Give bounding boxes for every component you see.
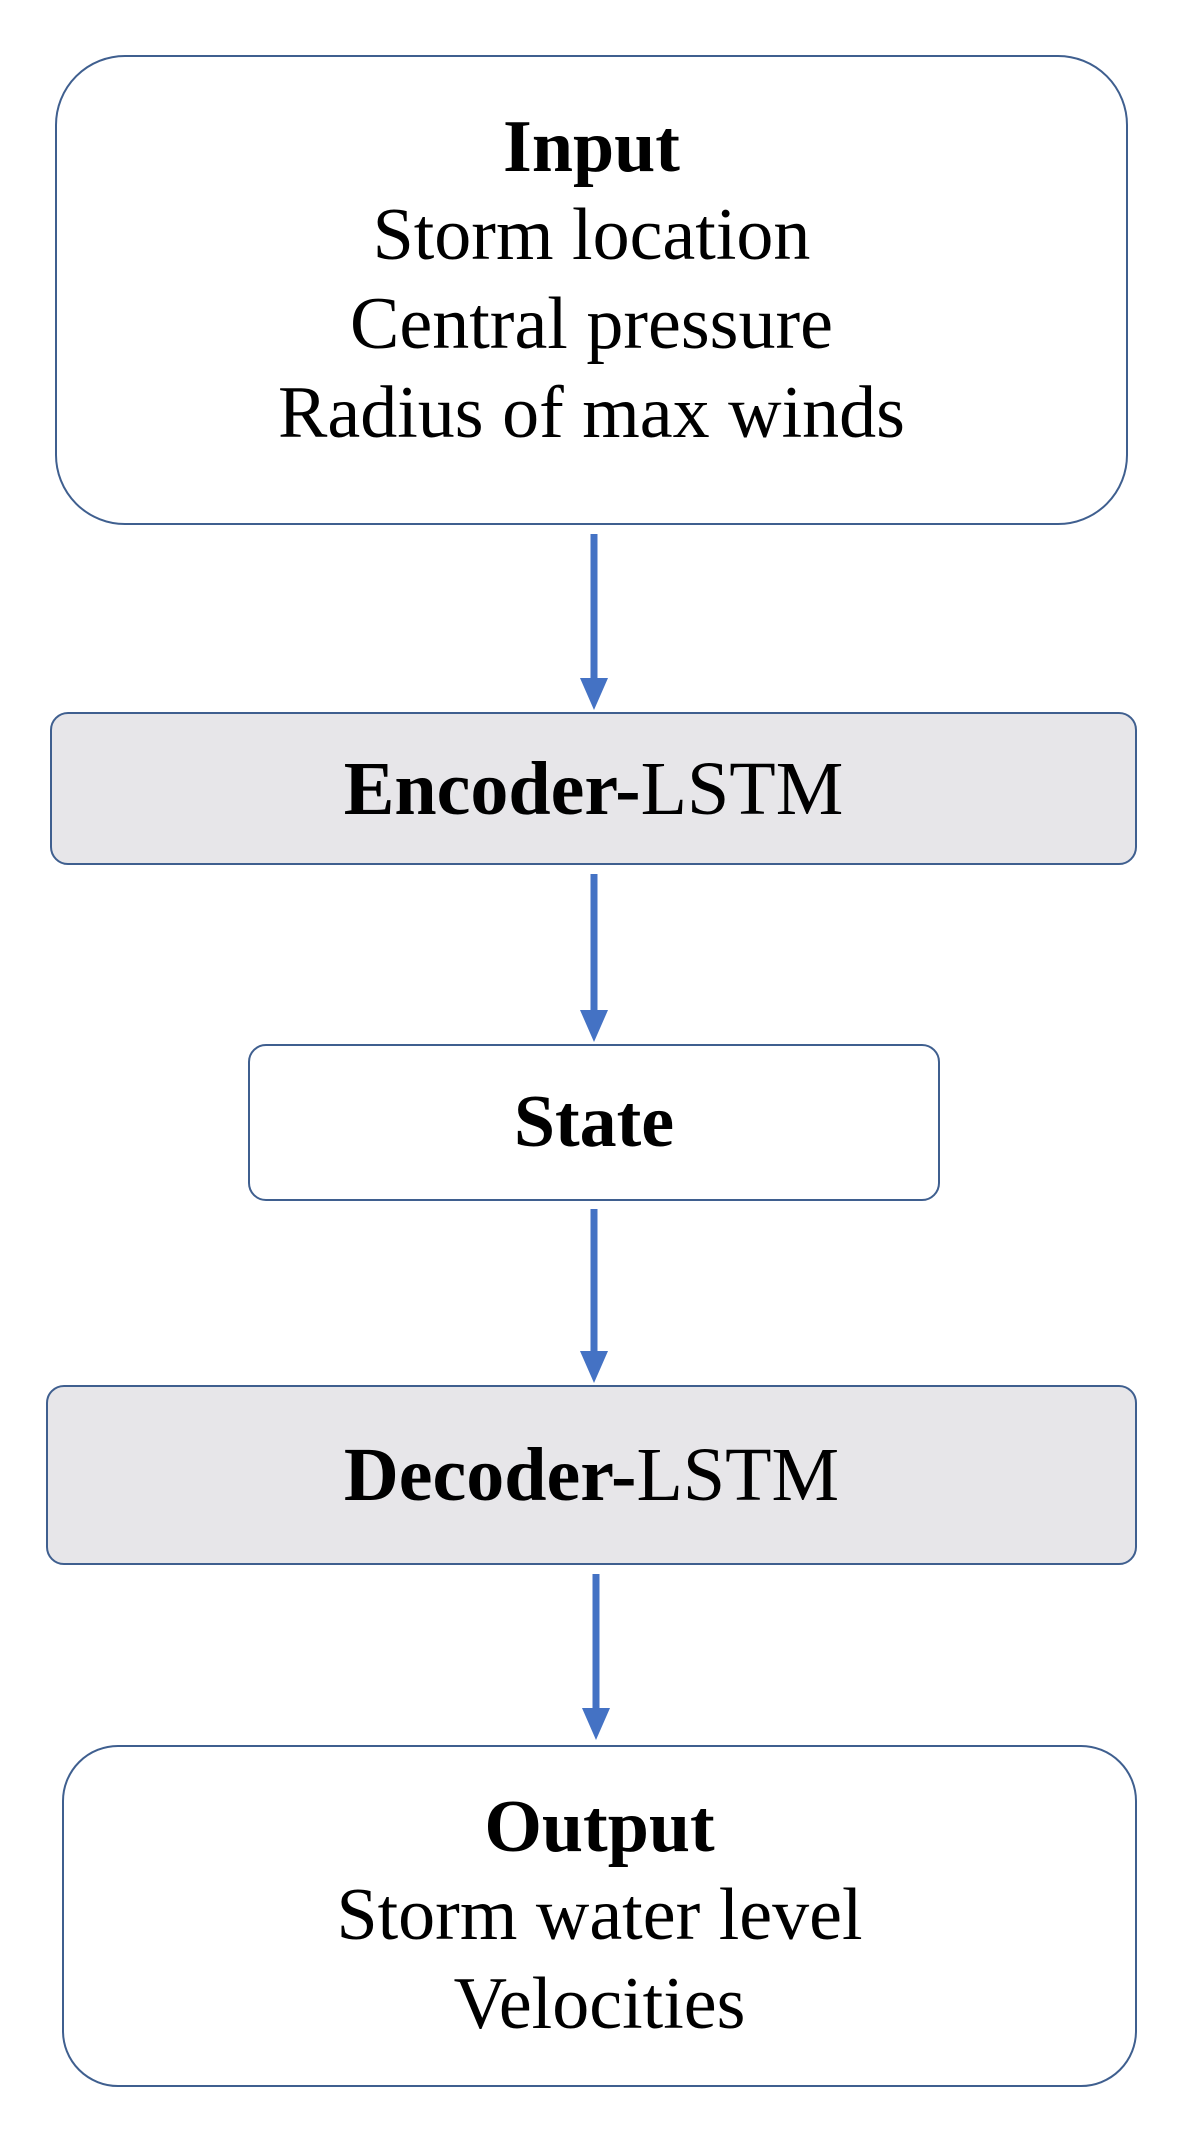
arrow-state-to-decoder xyxy=(580,1209,608,1383)
state-label: State xyxy=(513,1080,675,1163)
output-line-storm-water-level: Storm water level xyxy=(336,1873,863,1956)
arrow-input-to-encoder xyxy=(580,534,608,710)
encoder-label-normal: LSTM xyxy=(640,746,844,831)
decoder-label-bold: Decoder- xyxy=(343,1433,637,1517)
input-line-central-pressure: Central pressure xyxy=(350,283,833,366)
decoder-label-normal: LSTM xyxy=(636,1433,840,1517)
arrow-decoder-to-output xyxy=(582,1574,610,1740)
encoder-lstm-label: Encoder-LSTM xyxy=(344,751,844,827)
input-line-storm-location: Storm location xyxy=(372,194,811,277)
arrow-encoder-to-state xyxy=(580,874,608,1042)
output-box: Output Storm water level Velocities xyxy=(62,1745,1137,2087)
output-title: Output xyxy=(484,1785,715,1868)
decoder-lstm-label: Decoder-LSTM xyxy=(344,1437,839,1513)
output-line-velocities: Velocities xyxy=(453,1962,746,2045)
encoder-label-bold: Encoder- xyxy=(343,746,641,831)
decoder-lstm-box: Decoder-LSTM xyxy=(46,1385,1137,1565)
input-box: Input Storm location Central pressure Ra… xyxy=(55,55,1128,525)
input-title: Input xyxy=(503,106,680,189)
encoder-lstm-box: Encoder-LSTM xyxy=(50,712,1137,865)
state-box: State xyxy=(248,1044,940,1201)
input-line-radius-max-winds: Radius of max winds xyxy=(278,372,905,455)
